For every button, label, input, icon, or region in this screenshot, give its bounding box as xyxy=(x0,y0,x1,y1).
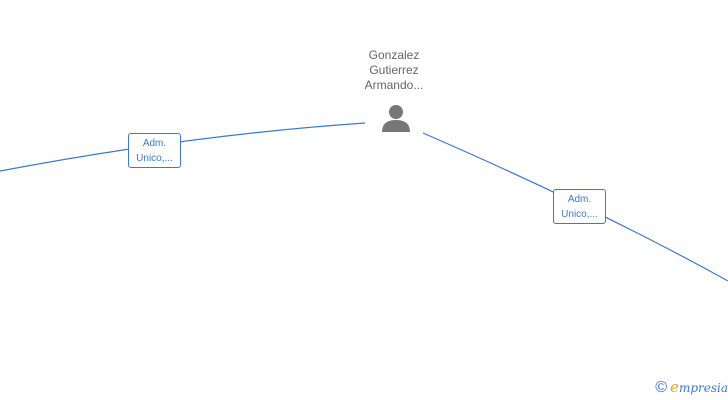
role-label-line-2: Unico,... xyxy=(136,153,173,164)
person-name-line-1: Gonzalez xyxy=(368,48,420,62)
role-label-line-1: Adm. xyxy=(142,138,167,149)
copyright-icon: © xyxy=(655,379,668,396)
connector-line-left xyxy=(0,122,366,172)
role-label-line-1: Adm. xyxy=(567,194,592,205)
role-label-left[interactable]: Adm. Unico,... xyxy=(128,133,181,168)
brand-logo: empresia xyxy=(670,379,728,397)
person-name-line-3: Armando... xyxy=(364,78,424,92)
person-name[interactable]: Gonzalez Gutierrez Armando... xyxy=(334,48,454,93)
person-icon[interactable] xyxy=(380,102,412,134)
role-label-line-2: Unico,... xyxy=(561,209,598,220)
brand-footer[interactable]: © empresia xyxy=(655,379,728,397)
brand-logo-text: mpresia xyxy=(678,381,728,395)
role-label-right[interactable]: Adm. Unico,... xyxy=(553,189,606,224)
person-name-line-2: Gutierrez xyxy=(369,63,419,77)
brand-logo-initial: e xyxy=(670,378,679,396)
